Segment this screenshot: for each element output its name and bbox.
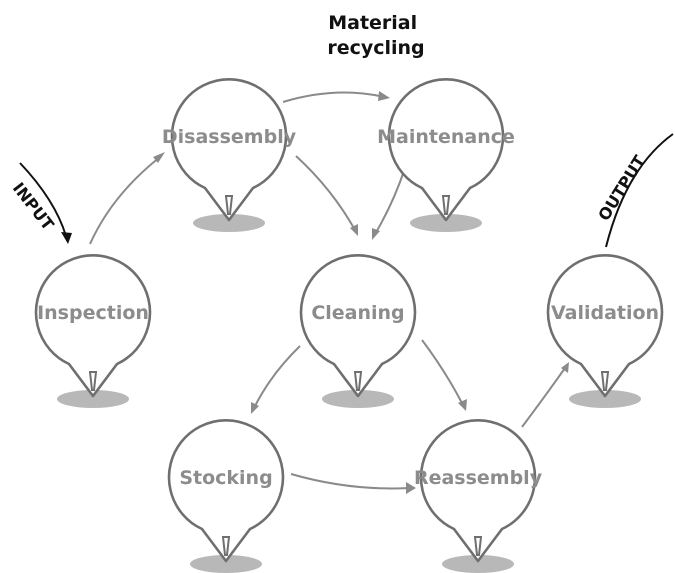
arrowhead-to-reassembly-from-stocking xyxy=(406,482,416,494)
arrow-cleaning-to-reassembly xyxy=(421,339,464,406)
input-label: INPUT xyxy=(9,179,58,234)
arrow-disassembly-to-maintenance xyxy=(282,91,385,103)
arrow-disassembly-to-cleaning xyxy=(295,155,356,231)
title-line-1: Material xyxy=(328,12,417,34)
node-label-cleaning: Cleaning xyxy=(311,302,404,324)
arrow-reassembly-to-validation xyxy=(521,367,566,428)
node-reassembly: Reassembly xyxy=(414,418,543,573)
node-label-inspection: Inspection xyxy=(37,302,149,324)
arrow-maintenance-to-cleaning xyxy=(374,167,406,235)
diagram-title: Material recycling xyxy=(327,12,424,59)
output-arrow xyxy=(605,133,674,248)
node-label-stocking: Stocking xyxy=(179,467,272,489)
arrowhead-disassembly-to-cleaning xyxy=(350,224,358,236)
io-arrows: INPUT OUTPUT xyxy=(9,133,674,248)
node-label-maintenance: Maintenance xyxy=(377,126,515,148)
arrowhead-to-validation xyxy=(561,362,569,373)
arrow-cleaning-to-stocking xyxy=(253,345,301,409)
arrowhead-to-reassembly-from-cleaning xyxy=(458,399,467,411)
node-stocking: Stocking xyxy=(167,418,285,573)
arrowhead-to-maintenance xyxy=(378,91,390,101)
arrowhead-to-disassembly xyxy=(153,152,165,163)
arrowhead-maintenance-to-cleaning xyxy=(372,228,380,240)
arrow-stocking-to-reassembly xyxy=(290,473,410,490)
node-inspection: Inspection xyxy=(34,253,152,410)
node-maintenance: Maintenance xyxy=(377,77,515,234)
input-arrow xyxy=(19,162,67,237)
node-label-reassembly: Reassembly xyxy=(414,467,543,489)
title-line-2: recycling xyxy=(327,37,424,59)
input-arrowhead xyxy=(61,232,72,244)
node-validation: Validation xyxy=(546,253,664,410)
arrowhead-to-stocking xyxy=(251,402,259,414)
arrow-inspection-to-disassembly xyxy=(89,156,161,245)
node-disassembly: Disassembly xyxy=(162,77,297,234)
node-label-disassembly: Disassembly xyxy=(162,126,297,148)
output-label: OUTPUT xyxy=(594,152,649,224)
flow-arrows xyxy=(89,91,569,494)
node-label-validation: Validation xyxy=(551,302,659,324)
node-cleaning: Cleaning xyxy=(299,253,417,410)
